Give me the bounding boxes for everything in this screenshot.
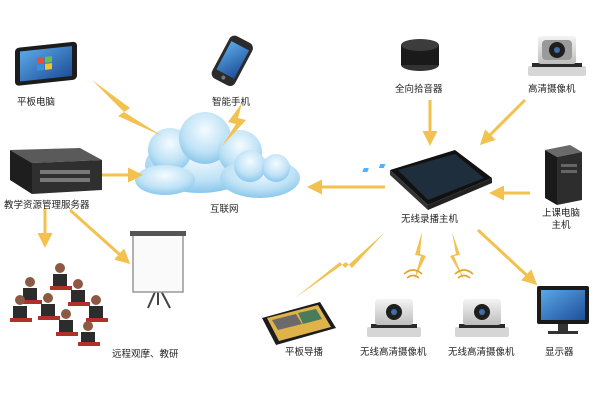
wireless-bolt-icon <box>92 80 162 136</box>
server-icon <box>10 148 102 194</box>
person-icon <box>86 295 108 322</box>
person-icon <box>20 277 42 304</box>
label-remote-view: 远程观摩、教研 <box>112 349 179 360</box>
audience-icon <box>10 263 108 346</box>
wifi-icon <box>454 269 474 275</box>
recorder-host-icon <box>362 150 492 210</box>
person-icon <box>10 295 32 322</box>
label-smartphone: 智能手机 <box>212 97 251 108</box>
person-icon <box>38 293 60 320</box>
wireless-hd-camera-icon <box>455 299 509 337</box>
wireless-bolts <box>92 80 464 298</box>
connection-arrows <box>37 98 538 286</box>
tablet-pc-icon <box>15 41 77 86</box>
wireless-bolt-icon <box>222 103 246 146</box>
smartphone-icon <box>211 35 253 87</box>
label-hd-camera-top: 高清摄像机 <box>528 84 576 95</box>
label-classroom-pc-line2: 主机 <box>551 219 571 231</box>
wifi-marks <box>403 269 474 279</box>
wireless-hd-camera-icon <box>367 299 421 337</box>
monitor-icon <box>537 286 589 334</box>
arrow-server-to-screen <box>68 208 131 265</box>
label-internet: 互联网 <box>210 204 239 215</box>
internet-cloud-icon <box>135 112 300 198</box>
wireless-bolt-icon <box>450 232 464 280</box>
label-wireless-cam-2: 无线高清摄像机 <box>448 347 515 358</box>
classroom-pc-icon <box>545 145 582 205</box>
wireless-bolt-icon <box>295 232 385 298</box>
label-wireless-cam-1: 无线高清摄像机 <box>360 347 427 358</box>
person-icon <box>68 279 90 306</box>
label-recorder-host: 无线录播主机 <box>401 214 459 225</box>
hd-camera-icon <box>528 36 586 76</box>
person-icon <box>78 321 100 346</box>
label-classroom-pc-line1: 上课电脑 <box>541 208 580 219</box>
label-tablet-director: 平板导播 <box>285 347 324 358</box>
wireless-bolt-icon <box>414 232 426 280</box>
arrow-recorder-to-monitor <box>476 228 538 286</box>
label-tablet-pc: 平板电脑 <box>17 97 56 108</box>
person-icon <box>50 263 72 290</box>
label-server: 教学资源管理服务器 <box>4 200 90 211</box>
label-classroom-pc: 上课电脑 主机 <box>541 208 581 232</box>
omni-microphone-icon <box>401 39 439 71</box>
wifi-icon <box>403 269 423 275</box>
projector-screen-icon <box>130 231 186 309</box>
label-monitor: 显示器 <box>545 347 574 358</box>
label-mic: 全向拾音器 <box>395 84 443 95</box>
person-icon <box>56 309 78 336</box>
tablet-director-icon <box>262 302 336 345</box>
arrow-camera-to-recorder <box>479 98 527 146</box>
